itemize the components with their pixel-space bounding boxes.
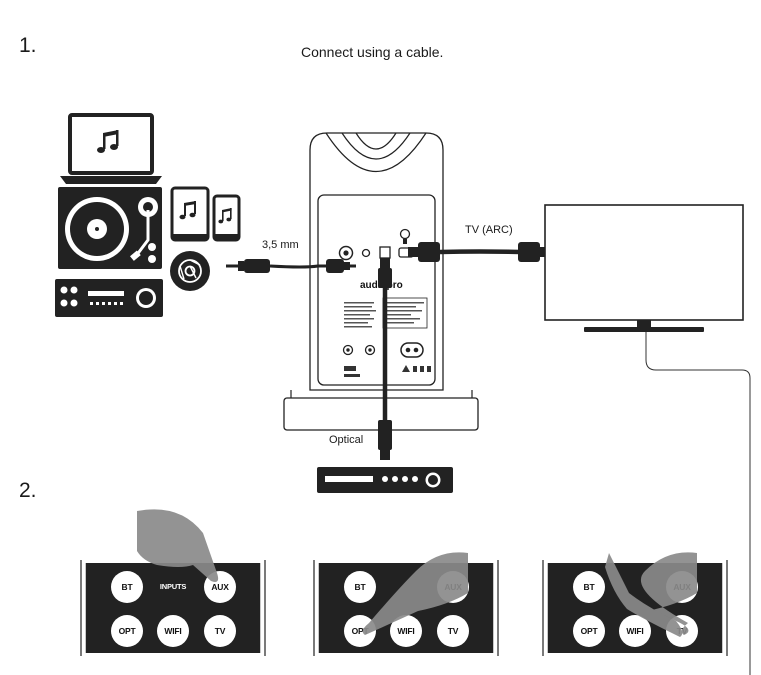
opt-button-label: OPT: [581, 626, 599, 636]
tv-button-label: TV: [448, 626, 459, 636]
bt-button-label: BT: [355, 582, 367, 592]
bt-button-label: BT: [584, 582, 596, 592]
wifi-button[interactable]: [619, 615, 651, 647]
opt-button[interactable]: [573, 615, 605, 647]
optical-cable: [378, 258, 392, 460]
tv-button[interactable]: [437, 615, 469, 647]
instruction-caption: Connect using a cable.: [301, 44, 444, 60]
tablet-music-icon: [170, 186, 210, 242]
control-panel-2: BTAUXOPTWIFITV: [313, 552, 499, 656]
opt-button[interactable]: [111, 615, 143, 647]
step-number-1: 1.: [19, 34, 37, 57]
laptop-music-icon: [60, 113, 162, 184]
jack-cable-label: 3,5 mm: [262, 239, 299, 251]
chromecast-icon: [170, 251, 210, 291]
hdmi-cable: [408, 242, 546, 262]
bt-button[interactable]: [573, 571, 605, 603]
wifi-button-label: WIFI: [164, 626, 181, 636]
opt-button[interactable]: [344, 615, 376, 647]
opt-button-label: OPT: [352, 626, 370, 636]
hand-pointer-icon: [605, 552, 697, 637]
wifi-button[interactable]: [157, 615, 189, 647]
control-panel-1: BT INPUTS AUX OPT WIFI TV: [80, 509, 266, 656]
wifi-button[interactable]: [390, 615, 422, 647]
jack-cable: [226, 259, 356, 273]
tv-icon: [544, 204, 744, 332]
bt-button[interactable]: [344, 571, 376, 603]
receiver-icon: [317, 467, 453, 493]
opt-button-label: OPT: [119, 626, 137, 636]
tv-signal-line: [645, 332, 751, 675]
wifi-button-label: WIFI: [626, 626, 643, 636]
phone-music-icon: [212, 194, 241, 242]
optical-cable-label: Optical: [329, 434, 364, 446]
step-number-2: 2.: [19, 479, 37, 502]
bt-button-label: BT: [122, 582, 134, 592]
speaker: audiopro: [283, 132, 479, 431]
tv-button-label: TV: [215, 626, 226, 636]
bt-button[interactable]: [111, 571, 143, 603]
aux-button-label: AUX: [211, 582, 229, 592]
wifi-button-label: WIFI: [397, 626, 414, 636]
amplifier-icon: [55, 279, 163, 317]
control-panel-3: BTAUXOPTWIFITV: [542, 552, 728, 656]
tv-button[interactable]: [204, 615, 236, 647]
hand-pointer-icon: [362, 552, 468, 635]
turntable-icon: [58, 187, 162, 269]
hand-pointer-icon: [137, 509, 219, 582]
tv-arc-label: TV (ARC): [465, 224, 513, 236]
inputs-button-label: INPUTS: [160, 582, 187, 591]
